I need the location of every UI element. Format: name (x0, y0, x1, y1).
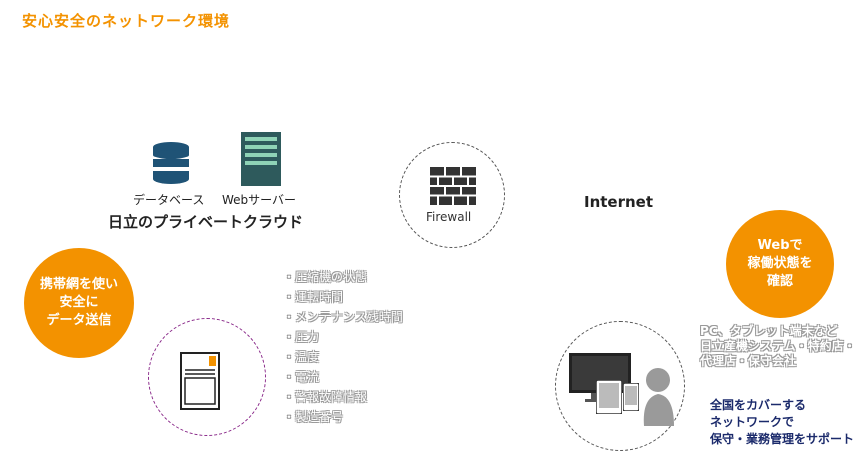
devices-text-line: 日立産機システム・特約店・ (700, 339, 856, 353)
status-item: 温度 (283, 347, 403, 367)
status-item: メンテナンス残時間 (283, 307, 403, 327)
mobile-bubble-line-2: 安全に (59, 295, 99, 310)
firewall-label: Firewall (426, 210, 472, 224)
support-text-line: ネットワークで (710, 415, 795, 429)
firewall-circle (399, 142, 505, 248)
phone-icon (622, 382, 640, 415)
status-item: 運転時間 (283, 287, 403, 307)
client-devices-circle (555, 321, 685, 451)
web-bubble-line-2: 稼働状態を (747, 256, 813, 271)
database-label: データベース (133, 193, 205, 207)
internet-label: Internet (584, 193, 654, 211)
support-text-line: 全国をカバーする (710, 398, 807, 412)
status-item: 電流 (283, 367, 403, 387)
mobile-bubble-line-1: 携帯網を使い (39, 277, 118, 292)
server-icon (241, 132, 281, 190)
support-text: 全国をカバーする ネットワークで 保守・業務管理をサポート (710, 397, 854, 448)
page-title: 安心安全のネットワーク環境 (22, 12, 231, 30)
firewall-icon (430, 167, 476, 209)
web-monitoring-bubble: Webで 稼働状態を 確認 (726, 210, 834, 318)
status-item: 圧縮機の状態 (283, 267, 403, 287)
compressor-icon (180, 352, 220, 414)
webserver-label: Webサーバー (222, 193, 297, 207)
database-icon (152, 141, 190, 189)
web-bubble-line-3: 確認 (766, 274, 793, 289)
person-icon (636, 364, 676, 430)
mobile-bubble-line-3: データ送信 (46, 313, 112, 328)
status-item: 圧力 (283, 327, 403, 347)
compressor-circle (148, 318, 266, 436)
private-cloud-label: 日立のプライベートクラウド (108, 213, 304, 231)
support-text-line: 保守・業務管理をサポート (710, 432, 855, 446)
status-item: 製造番号 (283, 407, 403, 427)
web-bubble-line-1: Webで (757, 238, 803, 253)
devices-text-line: 代理店・保守会社 (700, 354, 797, 368)
status-item: 警報故障情報 (283, 387, 403, 407)
status-item-list: 圧縮機の状態 運転時間 メンテナンス残時間 圧力 温度 電流 警報故障情報 製造… (283, 267, 403, 427)
devices-text-line: PC、タブレット端末など (700, 324, 838, 338)
tablet-icon (595, 379, 623, 418)
devices-text: PC、タブレット端末など 日立産機システム・特約店・ 代理店・保守会社 (700, 324, 856, 369)
mobile-network-bubble: 携帯網を使い 安全に データ送信 (24, 248, 134, 358)
